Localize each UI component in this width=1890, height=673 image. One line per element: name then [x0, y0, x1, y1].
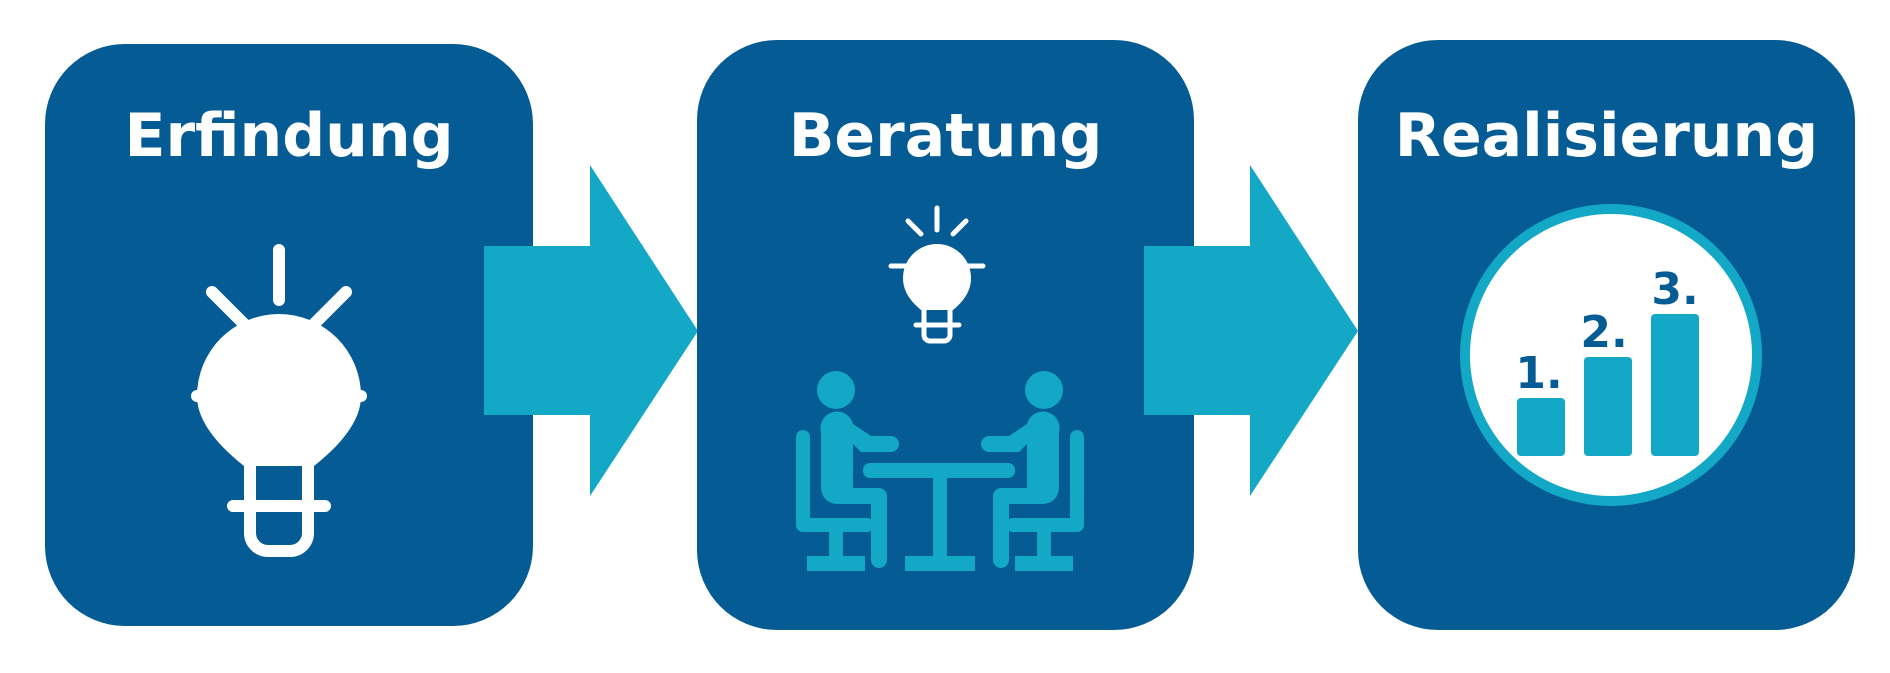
podium-bar — [1651, 314, 1699, 456]
podium-bar — [1517, 398, 1565, 456]
step-card-erfindung: Erfindung — [45, 44, 533, 626]
step-title: Realisierung — [1394, 101, 1819, 171]
step-title: Erfindung — [124, 101, 454, 171]
right-arrow-icon — [484, 165, 698, 496]
podium-label: 3. — [1651, 264, 1698, 315]
step-title: Beratung — [788, 101, 1103, 171]
step-card-beratung: Beratung — [697, 40, 1194, 630]
lightbulb-icon — [191, 244, 367, 557]
podium-label: 1. — [1515, 348, 1562, 399]
consultation-meeting-icon — [796, 205, 1084, 571]
right-arrow-icon — [1144, 165, 1358, 496]
podium-bar — [1584, 357, 1632, 456]
step-card-realisierung: Realisierung 1. 2. 3. — [1358, 40, 1855, 630]
ranking-podium-icon: 1. 2. 3. — [1460, 204, 1762, 506]
podium-label: 2. — [1580, 307, 1627, 358]
